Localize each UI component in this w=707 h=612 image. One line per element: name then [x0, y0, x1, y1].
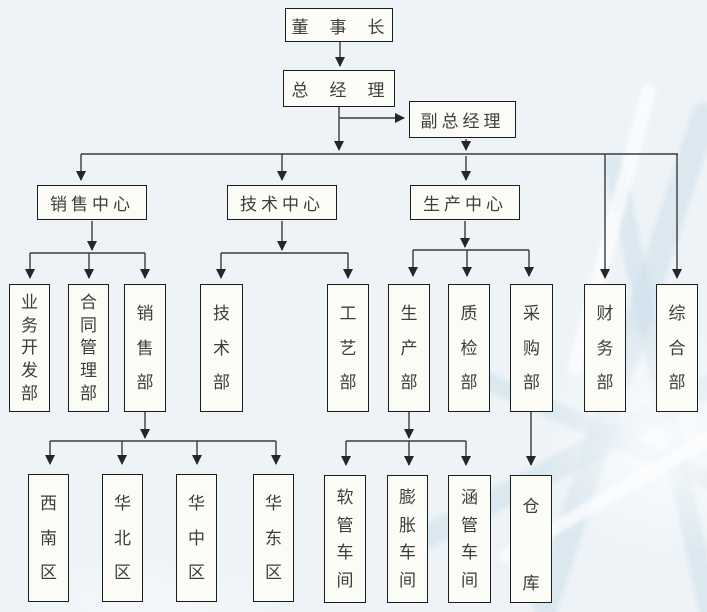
label-char: 合: [668, 338, 686, 358]
label-char: 管: [336, 515, 354, 535]
label-char: 区: [188, 562, 205, 582]
node-purchasing-dept: 采购部: [510, 284, 553, 412]
label-char: 采: [523, 304, 540, 324]
label-char: 合: [80, 292, 97, 312]
label-char: 质: [460, 304, 478, 324]
label-char: 工: [339, 304, 357, 324]
label-char: 业: [21, 292, 38, 312]
label-char: 涵: [461, 488, 478, 508]
label-char: 区: [114, 562, 131, 582]
label-char: 间: [461, 570, 478, 590]
node-chairman: 董 事 长: [285, 8, 393, 42]
label-char: 南: [40, 528, 57, 548]
label-char: 部: [80, 384, 97, 404]
node-north-china-region: 华北区: [102, 474, 143, 602]
node-hose-workshop: 软管车间: [324, 475, 366, 603]
node-sales-dept: 销售部: [124, 284, 166, 412]
label-char: 产: [400, 338, 418, 358]
label-char: 膨: [399, 488, 416, 508]
node-culvert-workshop: 涵管车间: [448, 475, 491, 603]
label-char: 发: [21, 361, 38, 381]
label-char: 综: [668, 304, 686, 324]
label-char: 车: [461, 543, 478, 563]
label-char: 车: [399, 543, 416, 563]
label-char: 车: [336, 543, 354, 563]
node-contract-management-dept: 合同管理部: [68, 284, 109, 412]
label-char: 部: [21, 384, 38, 404]
label-char: 部: [339, 372, 357, 392]
label-char: 务: [21, 315, 38, 335]
label-char: 仓: [522, 497, 540, 516]
label-char: 管: [461, 515, 478, 535]
node-technology-dept: 技术部: [200, 284, 243, 412]
label-char: 部: [460, 372, 478, 392]
label-char: 间: [336, 570, 354, 590]
label-char: 部: [136, 372, 154, 392]
label-char: 务: [596, 338, 614, 358]
label-char: 华: [188, 494, 205, 514]
label-char: 胀: [399, 515, 416, 535]
label-char: 部: [400, 372, 418, 392]
label-char: 华: [265, 494, 282, 514]
label-char: 华: [114, 494, 131, 514]
label-char: 销: [136, 304, 154, 324]
label-char: 管: [80, 338, 97, 358]
label-char: 理: [80, 361, 97, 381]
label-char: 区: [40, 562, 57, 582]
node-general-affairs-dept: 综合部: [656, 284, 698, 412]
node-process-dept: 工艺部: [327, 284, 369, 412]
label-char: 部: [596, 372, 614, 392]
label-char: 同: [80, 315, 97, 335]
label-char: 北: [114, 528, 131, 548]
node-southwest-region: 西南区: [28, 474, 69, 602]
node-deputy-general-manager: 副总经理: [409, 101, 516, 138]
node-expansion-workshop: 膨胀车间: [387, 475, 428, 603]
label-char: 生: [400, 304, 418, 324]
label-char: 开: [21, 338, 38, 358]
node-production-center: 生产中心: [410, 185, 520, 220]
node-quality-inspection-dept: 质检部: [448, 284, 490, 412]
label-char: 间: [399, 570, 416, 590]
node-general-manager: 总 经 理: [283, 70, 395, 107]
node-east-china-region: 华东区: [253, 474, 294, 602]
label-char: 西: [40, 494, 57, 514]
label-char: 部: [668, 372, 686, 392]
label-char: 库: [522, 574, 540, 593]
label-char: 术: [213, 338, 230, 358]
label-char: 技: [213, 304, 230, 324]
node-finance-dept: 财务部: [584, 284, 626, 412]
node-warehouse: 仓库: [510, 475, 552, 603]
label-char: 部: [523, 372, 540, 392]
label-char: 软: [336, 488, 354, 508]
node-sales-center: 销售中心: [37, 185, 147, 220]
label-char: 检: [460, 338, 478, 358]
label-char: 财: [596, 304, 614, 324]
label-char: 东: [265, 528, 282, 548]
node-technology-center: 技术中心: [227, 185, 337, 220]
label-char: 区: [265, 562, 282, 582]
label-char: 艺: [339, 338, 357, 358]
node-production-dept: 生产部: [388, 284, 430, 412]
label-char: 中: [188, 528, 205, 548]
node-central-china-region: 华中区: [176, 474, 217, 602]
label-char: 部: [213, 372, 230, 392]
label-char: 购: [523, 338, 540, 358]
label-char: 售: [136, 338, 154, 358]
node-business-development-dept: 业务开发部: [9, 284, 50, 412]
